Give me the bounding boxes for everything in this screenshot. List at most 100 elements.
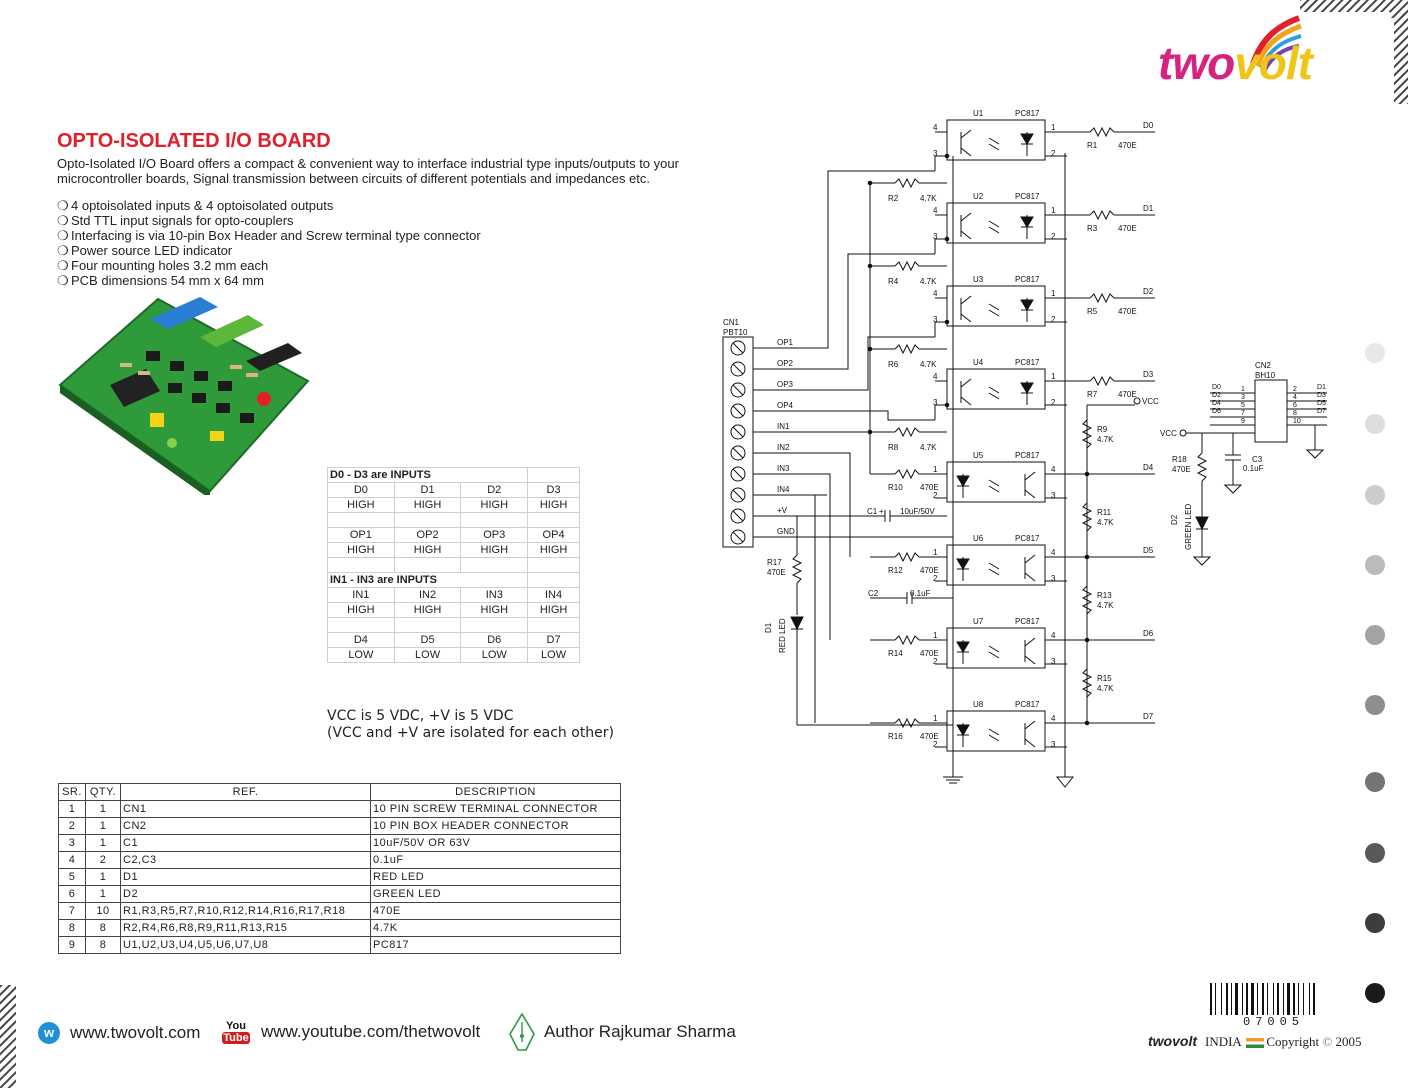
resistor-value: 4.7K xyxy=(920,360,937,369)
transistor xyxy=(1024,554,1036,564)
pin-number: 3 xyxy=(933,232,938,241)
opto-ref: U2 xyxy=(973,192,984,201)
resistor-value: 4.7K xyxy=(920,277,937,286)
capacitor-ref: C3 xyxy=(1252,455,1263,464)
barcode-bar xyxy=(1251,983,1254,1015)
screw-terminal-icon xyxy=(730,487,746,503)
pin-number: 4 xyxy=(933,372,938,381)
optocoupler-u3 xyxy=(946,285,1046,327)
copyright-country: INDIA xyxy=(1205,1034,1242,1049)
india-flag-icon xyxy=(1246,1038,1265,1049)
barcode-bar xyxy=(1235,983,1238,1015)
screw-slot xyxy=(732,363,744,375)
resistor-r2 xyxy=(894,177,920,189)
op-wire xyxy=(827,410,935,421)
copyright-symbol: © xyxy=(1322,1034,1333,1049)
ground-icon xyxy=(1192,556,1212,566)
light-arrow xyxy=(988,226,1000,234)
pin-number: 3 xyxy=(1051,574,1056,583)
resistor-r14 xyxy=(894,634,920,646)
pin-number: 3 xyxy=(933,398,938,407)
led-diode-icon xyxy=(956,558,970,570)
net-label: D5 xyxy=(1143,546,1154,555)
junction-dot xyxy=(944,402,950,408)
pin-number: 4 xyxy=(1051,465,1056,474)
junction-dot xyxy=(867,263,873,269)
io-section1-title: D0 - D3 are INPUTS xyxy=(326,467,529,483)
op-wire xyxy=(827,253,935,370)
net-label: D2 xyxy=(1143,287,1154,296)
feature-item: ❍Power source LED indicator xyxy=(57,243,233,258)
pin-number: 4 xyxy=(933,206,938,215)
cn1-part: PBT10 xyxy=(723,328,748,337)
pin-number: 1 xyxy=(1051,206,1056,215)
light-arrow xyxy=(988,386,1000,394)
junction-dot xyxy=(1084,720,1090,726)
junction-dot xyxy=(944,319,950,325)
corner-hatching-bottom-left xyxy=(0,985,16,1088)
resistor-r11 xyxy=(1081,502,1093,532)
transistor xyxy=(1024,655,1036,665)
pin-number: 4 xyxy=(933,123,938,132)
pin-number: 2 xyxy=(933,491,938,500)
green-led-icon xyxy=(1195,516,1209,531)
vcc-label: VCC xyxy=(1142,397,1159,406)
cn1-pin-label: IN1 xyxy=(777,422,790,431)
resistor-ref: R10 xyxy=(888,483,903,492)
cn1-pin-label: OP3 xyxy=(777,380,794,389)
light-arrow xyxy=(988,568,1000,576)
pin-number: 1 xyxy=(933,631,938,640)
cn2-label: CN2 xyxy=(1255,361,1272,370)
resistor-value: 4.7K xyxy=(1097,684,1114,693)
resistor-ref: R1 xyxy=(1087,141,1098,150)
transistor xyxy=(1024,572,1036,582)
screw-terminal-icon xyxy=(730,445,746,461)
pin-number: 1 xyxy=(1241,386,1245,393)
resistor-r13 xyxy=(1081,585,1093,615)
side-dot xyxy=(1365,343,1385,363)
copyright-brand: twovolt xyxy=(1148,1033,1197,1049)
junction-dot xyxy=(1084,554,1090,560)
capacitor-polarity: + xyxy=(879,507,884,516)
intro-text: Opto-Isolated I/O Board offers a compact… xyxy=(57,156,679,186)
ground-icon xyxy=(1055,776,1075,788)
screw-slot xyxy=(732,531,744,543)
net-label: D0 xyxy=(1212,384,1221,391)
feature-item: ❍Interfacing is via 10-pin Box Header an… xyxy=(57,228,481,243)
pin-number: 2 xyxy=(1051,149,1056,158)
cn1-pin-label: GND xyxy=(777,527,795,536)
barcode-bar xyxy=(1277,983,1279,1015)
barcode-number: 07005 xyxy=(1243,1015,1305,1029)
screw-slot xyxy=(732,510,744,522)
transistor xyxy=(1024,471,1036,481)
bullet-icon: ❍ xyxy=(57,258,69,273)
barcode-bar xyxy=(1273,983,1274,1015)
barcode-bar xyxy=(1242,983,1243,1015)
screw-terminal-icon xyxy=(730,424,746,440)
pin-number: 3 xyxy=(933,315,938,324)
resistor-ref: R9 xyxy=(1097,425,1108,434)
junction-dot xyxy=(1084,637,1090,643)
resistor-ref: R6 xyxy=(888,360,899,369)
globe-icon: w xyxy=(38,1022,60,1044)
screw-terminal-icon xyxy=(730,361,746,377)
light-arrow xyxy=(988,485,1000,493)
barcode-bar xyxy=(1257,983,1258,1015)
transistor xyxy=(1024,489,1036,499)
barcode-bar xyxy=(1287,983,1290,1015)
barcode-bar xyxy=(1215,983,1216,1015)
transistor xyxy=(960,147,972,157)
pin-number: 3 xyxy=(933,149,938,158)
resistor-r7 xyxy=(1089,375,1115,387)
screw-terminal-icon xyxy=(730,529,746,545)
led-diode-icon xyxy=(956,641,970,653)
youtube-link[interactable]: You Tube www.youtube.com/thetwovolt xyxy=(222,1020,481,1044)
screw-slot xyxy=(732,342,744,354)
